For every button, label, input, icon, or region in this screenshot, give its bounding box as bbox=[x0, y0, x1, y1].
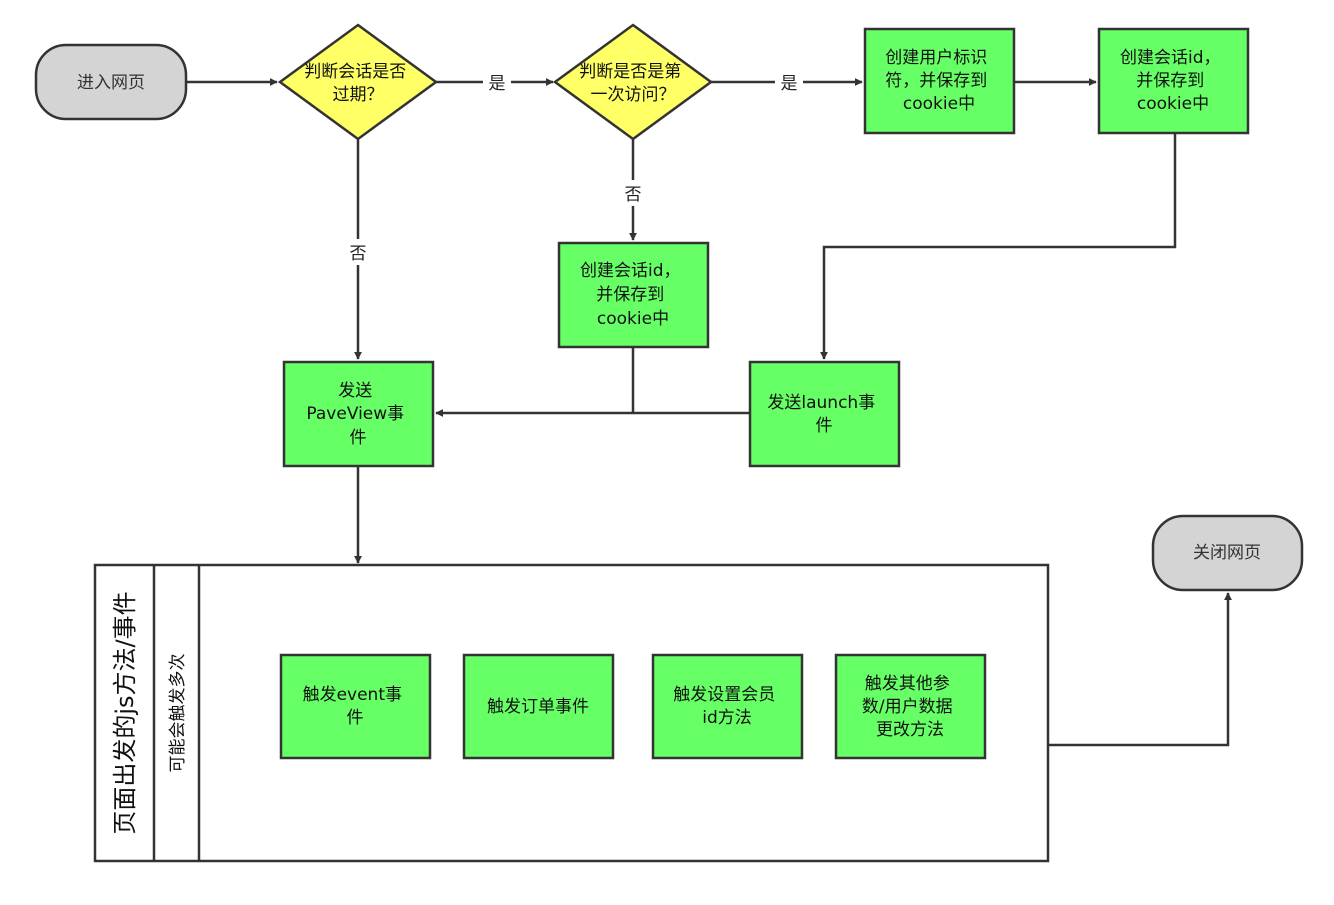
edge-label-yes: 是 bbox=[781, 74, 798, 94]
node-label: 发送launch事 件 bbox=[767, 393, 880, 436]
node-send-launch: 发送launch事 件 bbox=[748, 360, 901, 468]
edge-label-bg bbox=[775, 70, 803, 94]
edge-label-no: 否 bbox=[350, 244, 367, 264]
node-label: 创建会话id， 并保存到 cookie中 bbox=[580, 261, 686, 329]
swimlane-pool: 页面出发的js方法/事件 可能会触发多次 bbox=[93, 563, 1050, 863]
node-label: 触发设置会员 id方法 bbox=[673, 685, 780, 728]
edge-label-yes: 是 bbox=[489, 74, 506, 94]
node-label: 创建会话id， 并保存到 cookie中 bbox=[1120, 48, 1226, 114]
node-label: 判断是否是第 一次访问？ bbox=[579, 62, 686, 105]
node-create-session-id-top: 创建会话id， 并保存到 cookie中 bbox=[1097, 27, 1250, 135]
edge-label-bg bbox=[345, 239, 371, 265]
node-label: 判断会话是否 过期？ bbox=[304, 62, 411, 105]
decision-first-visit: 判断是否是第 一次访问？ bbox=[552, 23, 714, 141]
node-create-user-id: 创建用户标识 符，并保存到 cookie中 bbox=[863, 27, 1016, 135]
node-label: 发送 PaveView事 件 bbox=[306, 381, 409, 448]
edge-session-to-launch bbox=[820, 133, 1177, 360]
pool-item-other-params: 触发其他参 数/用户数据 更改方法 bbox=[834, 653, 987, 760]
node-enter-page: 进入网页 bbox=[34, 43, 188, 121]
pool-item-event: 触发event事 件 bbox=[279, 653, 432, 760]
node-label: 触发订单事件 bbox=[487, 697, 589, 717]
edge-label-bg bbox=[620, 180, 646, 206]
node-close-page: 关闭网页 bbox=[1151, 514, 1304, 592]
node-label: 触发event事 件 bbox=[303, 685, 408, 728]
node-create-session-id-mid: 创建会话id， 并保存到 cookie中 bbox=[557, 241, 710, 349]
node-send-pageview: 发送 PaveView事 件 bbox=[282, 360, 435, 468]
decision-session-expired: 判断会话是否 过期？ bbox=[277, 23, 439, 141]
node-label: 进入网页 bbox=[77, 73, 145, 93]
edge-label-bg bbox=[483, 70, 511, 94]
node-label: 关闭网页 bbox=[1193, 543, 1261, 563]
node-label: 触发其他参 数/用户数据 更改方法 bbox=[862, 674, 958, 740]
lane-title: 可能会触发多次 bbox=[168, 654, 188, 773]
pool-item-order: 触发订单事件 bbox=[462, 653, 615, 760]
pool-title: 页面出发的js方法/事件 bbox=[111, 591, 139, 834]
pool-item-member-id: 触发设置会员 id方法 bbox=[651, 653, 804, 760]
node-label: 创建用户标识 符，并保存到 cookie中 bbox=[885, 48, 992, 114]
edge-pool-to-close bbox=[1049, 592, 1232, 747]
edge-label-no: 否 bbox=[625, 185, 642, 205]
